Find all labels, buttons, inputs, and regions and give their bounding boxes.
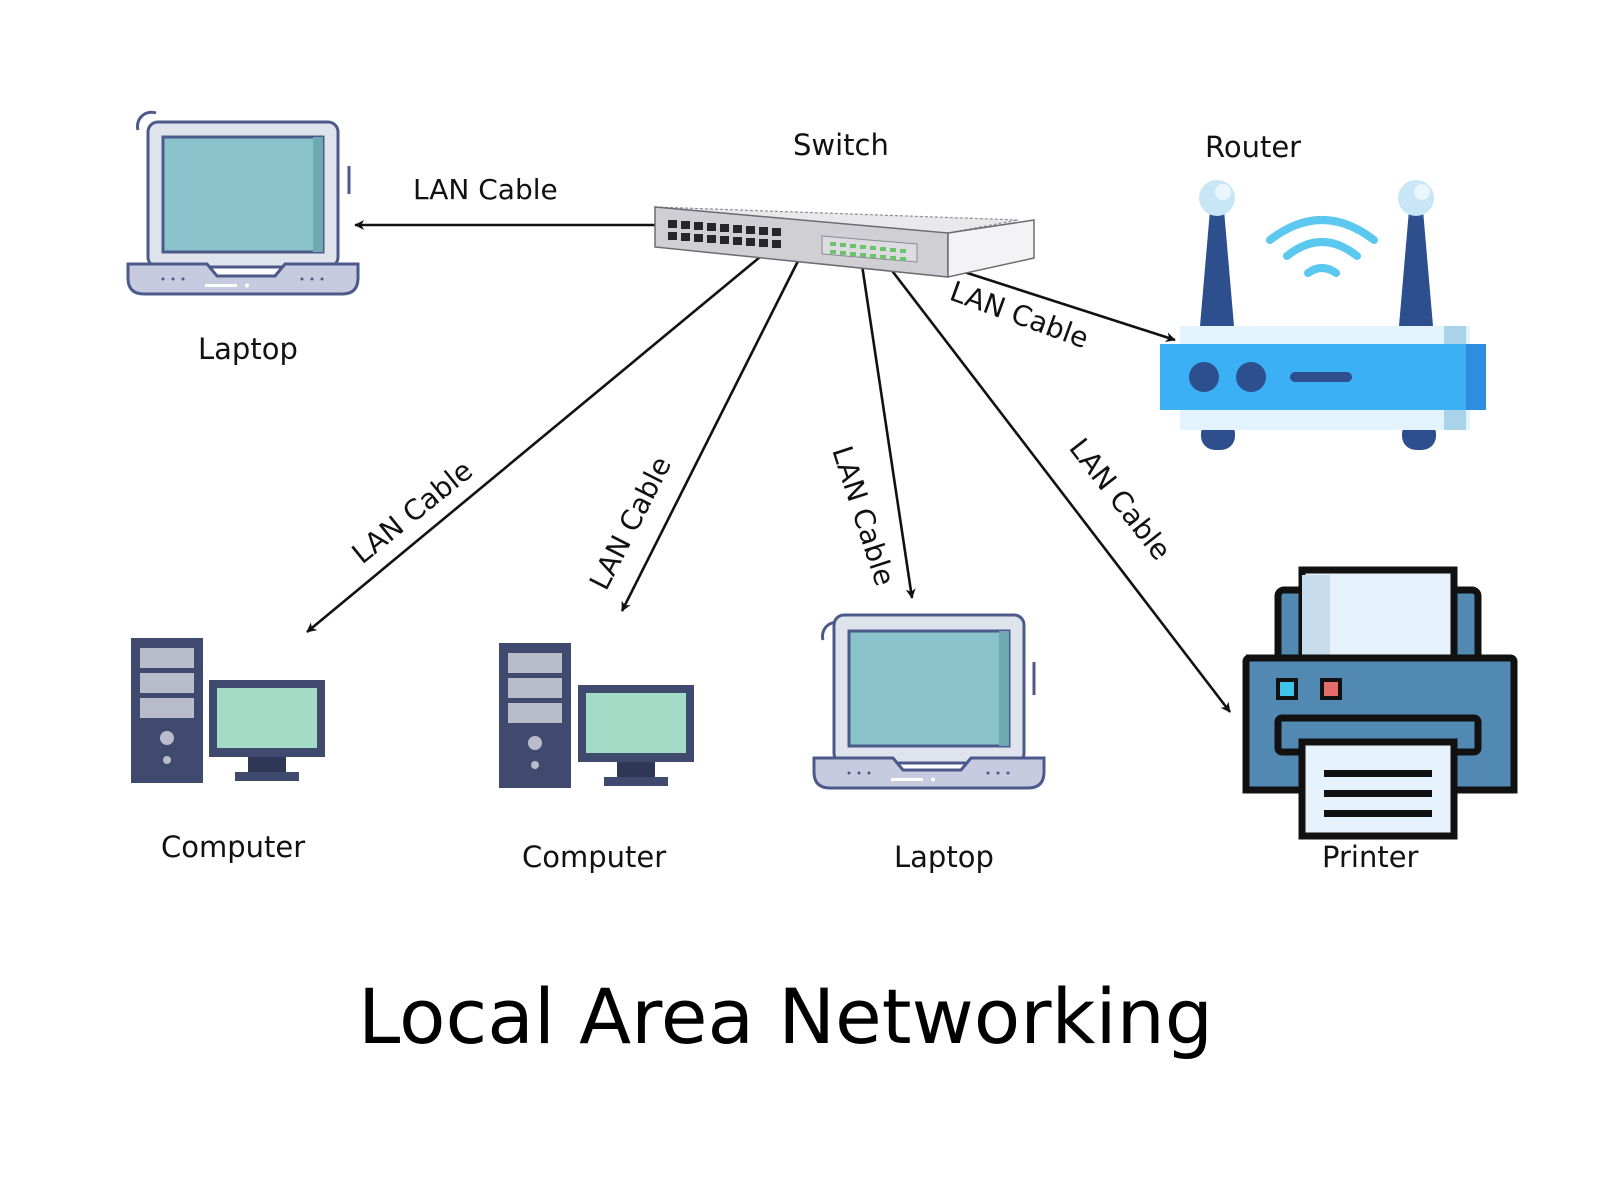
cable-label-laptop-bottom: LAN Cable	[825, 442, 901, 590]
printer-label: Printer	[1322, 840, 1419, 874]
cable-label-router: LAN Cable	[946, 275, 1093, 356]
laptop-bottom-label: Laptop	[894, 840, 994, 874]
wifi-router-icon	[1160, 180, 1486, 450]
computer-left-label: Computer	[161, 830, 305, 864]
router-label: Router	[1205, 130, 1301, 164]
printer-icon	[1242, 566, 1518, 840]
desktop-computer-icon	[499, 643, 694, 788]
cable-to-printer	[888, 267, 1232, 713]
network-switch-icon	[654, 206, 1035, 278]
cable-to-laptop-bottom	[860, 264, 916, 599]
cable-to-computer-mid	[620, 260, 800, 612]
laptop-icon	[126, 110, 360, 296]
cable-label-computer-mid: LAN Cable	[583, 451, 678, 595]
cable-label-laptop-top: LAN Cable	[413, 173, 558, 206]
cable-to-router	[957, 268, 1176, 342]
cable-to-computer-left	[306, 255, 761, 634]
laptop-icon	[812, 613, 1046, 790]
computer-mid-label: Computer	[522, 840, 666, 874]
cable-label-computer-left: LAN Cable	[346, 454, 479, 571]
desktop-computer-icon	[131, 638, 325, 783]
cable-label-printer: LAN Cable	[1062, 432, 1177, 566]
laptop-top-label: Laptop	[198, 332, 298, 366]
switch-label: Switch	[793, 128, 889, 162]
diagram-title: Local Area Networking	[358, 972, 1213, 1061]
